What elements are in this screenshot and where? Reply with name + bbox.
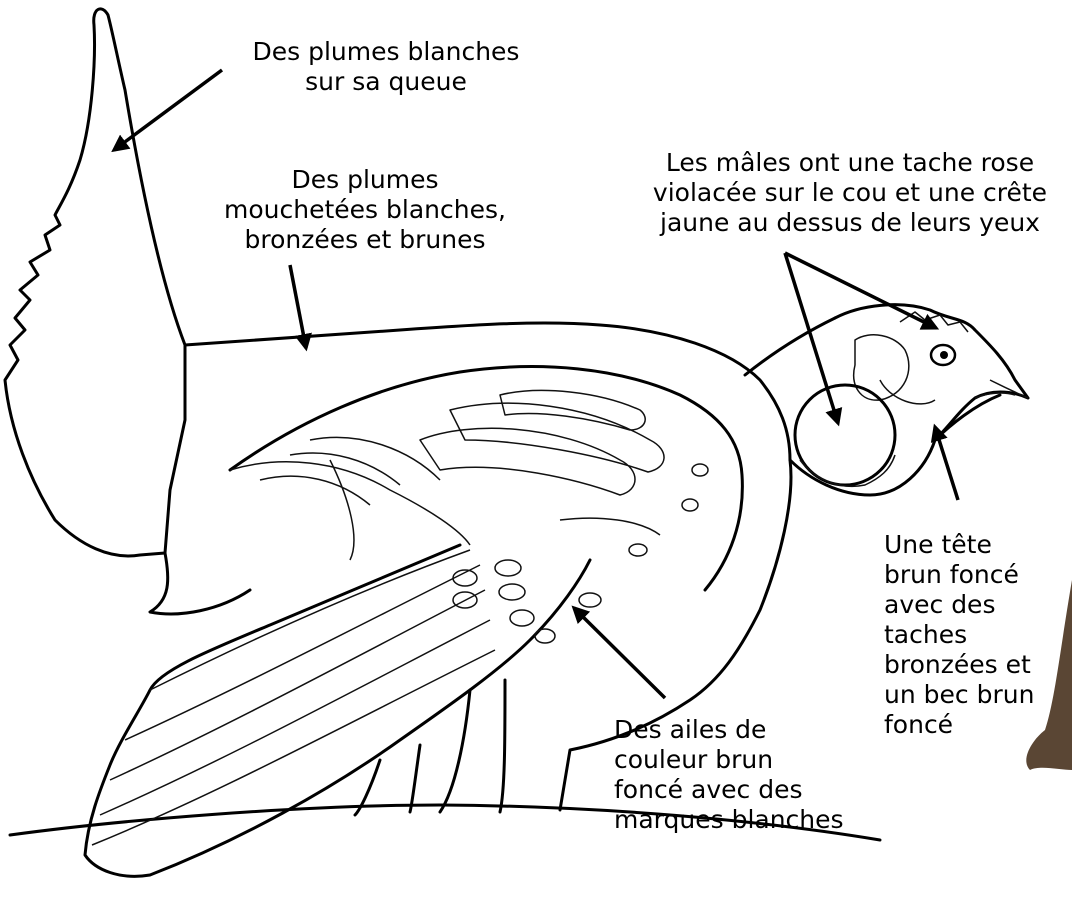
back-contour	[230, 367, 742, 590]
label-head: Une tête brun foncé avec des taches bron…	[884, 530, 1072, 740]
arrow-male-crest	[785, 253, 936, 328]
back-feather-patterns	[420, 390, 664, 535]
arrow-back	[290, 265, 306, 348]
label-back-feathers: Des plumes mouchetées blanches, bronzées…	[205, 165, 525, 255]
label-tail-feathers: Des plumes blanches sur sa queue	[226, 37, 546, 97]
tail-lower	[150, 553, 250, 614]
wing-outline	[85, 545, 590, 876]
label-male-markings: Les mâles ont une tache rose violacée su…	[630, 148, 1070, 238]
arrow-tail	[114, 70, 222, 150]
wing-coverts	[230, 437, 470, 560]
arrow-wings	[574, 608, 665, 698]
arrow-head	[935, 427, 958, 500]
eye-pupil	[940, 351, 948, 359]
legs	[355, 680, 505, 815]
wing-feather-lines	[92, 550, 495, 845]
tail-outline	[5, 9, 185, 556]
label-wings: Des ailes de couleur brun foncé avec des…	[614, 715, 914, 835]
head-markings	[854, 335, 935, 404]
